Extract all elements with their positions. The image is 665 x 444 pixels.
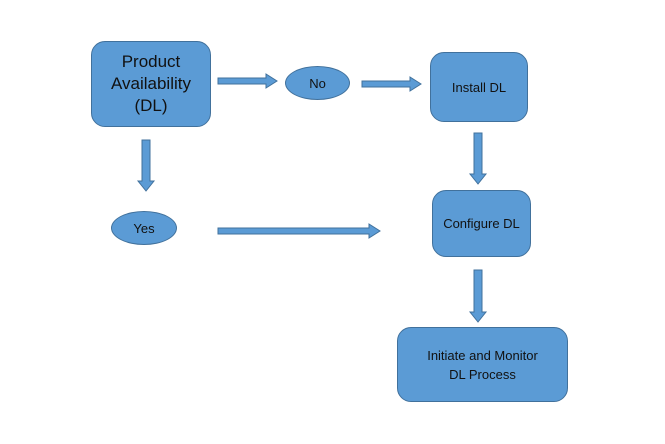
initiate-monitor-line1: Initiate and Monitor (427, 347, 538, 363)
arrow-install-to-configure (468, 132, 488, 185)
configure-dl-label: Configure DL (443, 216, 520, 231)
product-availability-node: Product Availability (DL) (91, 41, 211, 127)
arrow-product-to-no (217, 73, 278, 89)
initiate-monitor-node: Initiate and Monitor DL Process (397, 327, 568, 402)
install-dl-label: Install DL (451, 79, 507, 95)
configure-dl-node: Configure DL (432, 190, 531, 257)
no-decision-node: No (285, 66, 350, 100)
arrow-no-to-install (361, 76, 422, 92)
install-dl-node: Install DL (430, 52, 528, 122)
product-availability-line2: Availability (110, 74, 191, 93)
no-label: No (309, 75, 326, 91)
yes-label: Yes (133, 220, 155, 236)
arrow-product-to-yes (136, 139, 156, 192)
product-availability-line1: Product (121, 52, 181, 71)
product-availability-line3: (DL) (134, 96, 168, 115)
arrow-configure-to-initiate (468, 269, 488, 323)
initiate-monitor-line2: DL Process (449, 366, 516, 382)
yes-decision-node: Yes (111, 211, 177, 245)
arrow-yes-to-configure (217, 223, 381, 239)
